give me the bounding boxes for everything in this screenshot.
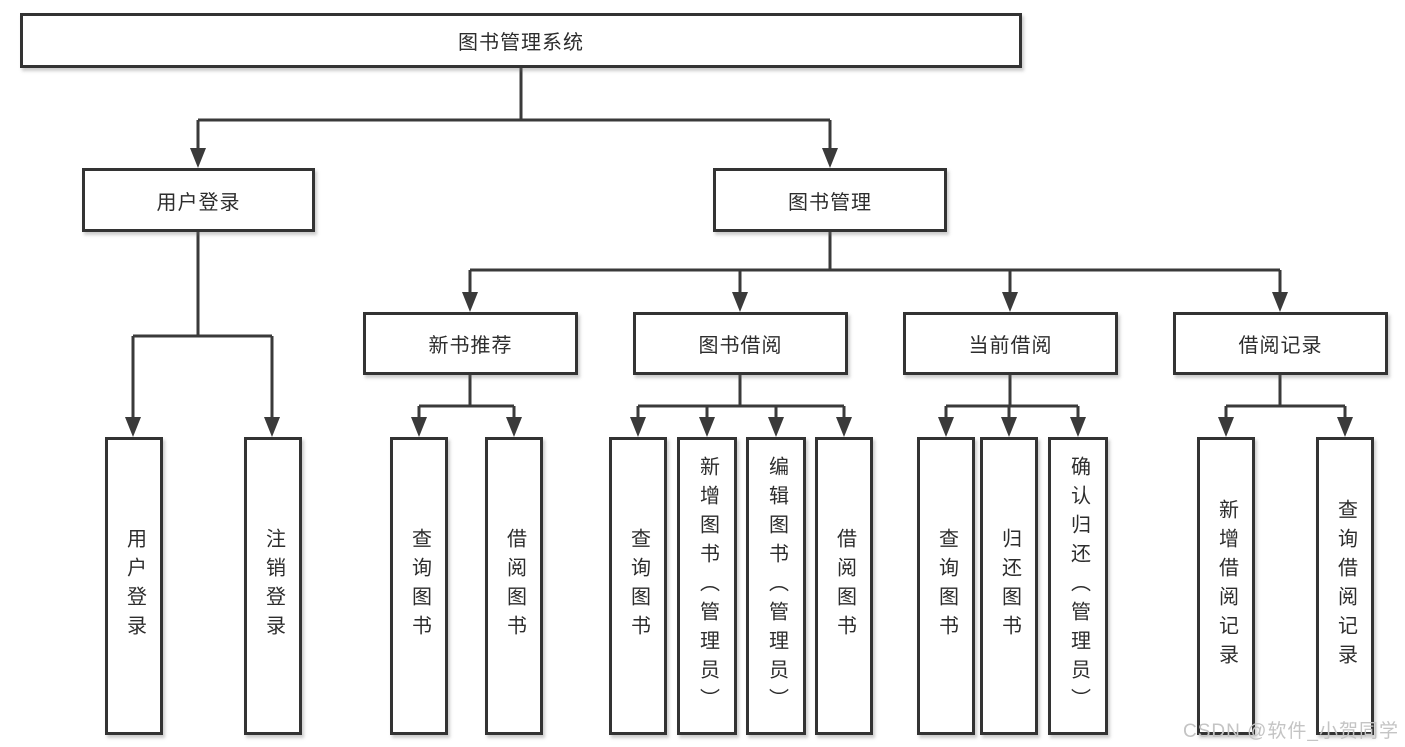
leaf-confirm-return-admin: 确认归还（管理员） — [1048, 437, 1108, 735]
node-label: 图书借阅 — [698, 335, 783, 357]
leaf-label: 新增借阅记录 — [1215, 499, 1238, 673]
node-label: 借阅记录 — [1238, 335, 1323, 357]
leaf-query-books-current: 查询图书 — [917, 437, 975, 735]
leaf-user-login: 用户登录 — [105, 437, 163, 735]
leaf-label: 查询图书 — [408, 528, 431, 644]
leaf-query-books-borrow: 查询图书 — [609, 437, 667, 735]
leaf-borrow-books-recommend: 借阅图书 — [485, 437, 543, 735]
leaf-query-books-recommend: 查询图书 — [390, 437, 448, 735]
leaf-label: 注销登录 — [262, 528, 285, 644]
leaf-edit-book-admin: 编辑图书（管理员） — [746, 437, 806, 735]
node-borrow-records: 借阅记录 — [1173, 312, 1388, 375]
node-user-login-branch: 用户登录 — [82, 168, 315, 232]
leaf-label: 编辑图书（管理员） — [765, 455, 788, 717]
leaf-borrow-book: 借阅图书 — [815, 437, 873, 735]
leaf-logout: 注销登录 — [244, 437, 302, 735]
leaf-label: 新增图书（管理员） — [696, 455, 719, 717]
leaf-return-book: 归还图书 — [980, 437, 1038, 735]
node-root-label: 图书管理系统 — [458, 32, 584, 54]
leaf-label: 借阅图书 — [503, 528, 526, 644]
node-new-book-recommend: 新书推荐 — [363, 312, 578, 375]
node-book-management-branch: 图书管理 — [713, 168, 947, 232]
leaf-label: 确认归还（管理员） — [1067, 455, 1090, 717]
node-label: 新书推荐 — [428, 335, 513, 357]
leaf-label: 查询借阅记录 — [1334, 499, 1357, 673]
node-label: 当前借阅 — [968, 335, 1053, 357]
leaf-label: 用户登录 — [123, 528, 146, 644]
node-label: 图书管理 — [788, 191, 872, 214]
leaf-label: 借阅图书 — [833, 528, 856, 644]
leaf-label: 归还图书 — [998, 528, 1021, 644]
leaf-label: 查询图书 — [627, 528, 650, 644]
node-root-system: 图书管理系统 — [20, 13, 1022, 68]
node-book-borrow: 图书借阅 — [633, 312, 848, 375]
leaf-query-borrow-record: 查询借阅记录 — [1316, 437, 1374, 735]
leaf-label: 查询图书 — [935, 528, 958, 644]
csdn-watermark: CSDN @软件_小贺同学 — [1183, 721, 1399, 742]
node-current-borrow: 当前借阅 — [903, 312, 1118, 375]
leaf-add-borrow-record: 新增借阅记录 — [1197, 437, 1255, 735]
node-label: 用户登录 — [156, 191, 241, 214]
leaf-add-book-admin: 新增图书（管理员） — [677, 437, 737, 735]
